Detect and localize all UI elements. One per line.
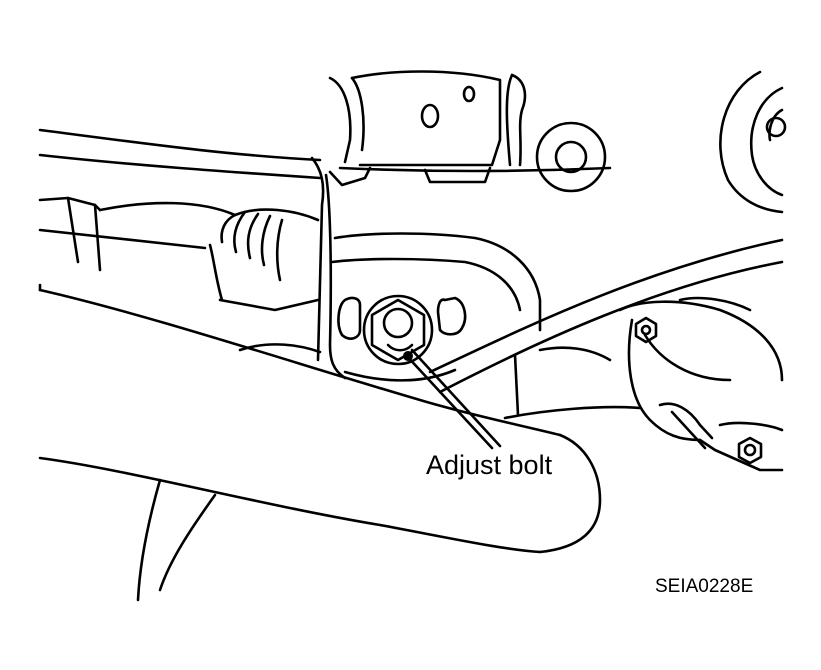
top-mount-bracket [328,70,607,193]
tie-rod [428,238,784,420]
upper-crossmember [38,128,612,180]
hex-bolt-icon [362,294,434,366]
driveshaft-boot [38,196,320,312]
adjust-mount-plate [330,232,542,382]
figure-code: SEIA0228E [655,576,754,597]
strut [310,156,347,380]
adjust-bolt-label: Adjust bolt [426,450,553,480]
lower-control-arm [38,283,602,602]
wheel-hub [719,70,787,214]
callout-leader-line [403,348,502,450]
knuckle-assembly [618,296,784,472]
